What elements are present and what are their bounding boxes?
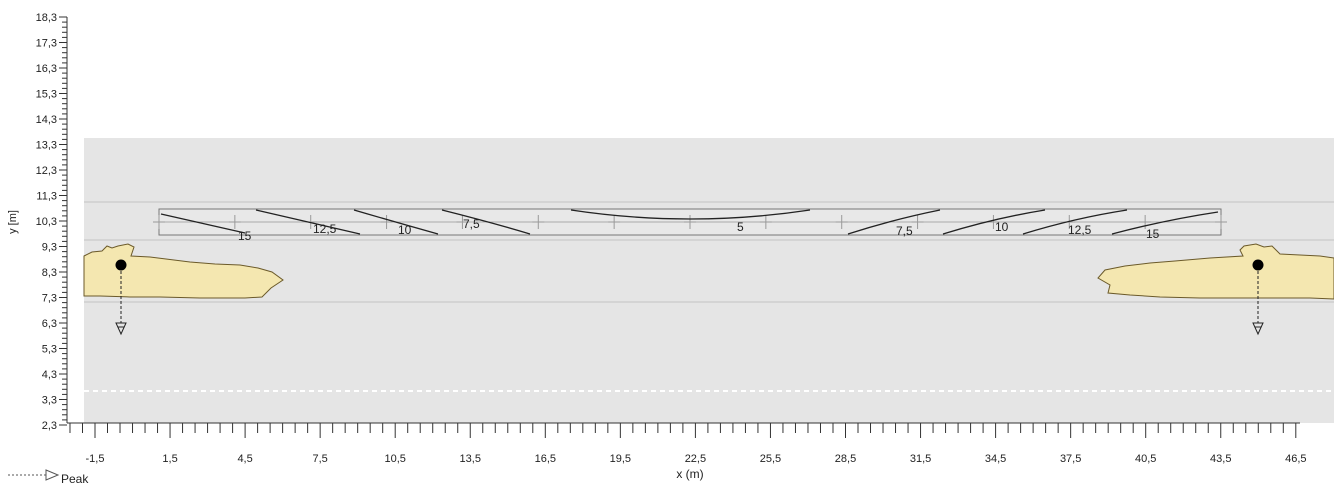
arrow-head-down-icon bbox=[115, 322, 127, 336]
y-tick-label: 8,3 bbox=[42, 267, 57, 279]
x-tick-label: 10,5 bbox=[384, 453, 405, 465]
y-tick-label: 16,3 bbox=[36, 63, 57, 75]
contour-label: 5 bbox=[737, 220, 744, 234]
arrow-head-down-icon bbox=[1252, 322, 1264, 336]
support-body-right bbox=[1097, 243, 1334, 300]
contour-label: 7,5 bbox=[896, 224, 913, 238]
y-tick-label: 14,3 bbox=[36, 114, 57, 126]
contour-line-10-left bbox=[353, 209, 439, 235]
x-axis-label: x (m) bbox=[676, 467, 703, 481]
y-tick-label: 15,3 bbox=[36, 89, 57, 101]
contour-line-15-right bbox=[1111, 211, 1219, 235]
y-tick-label: 7,3 bbox=[42, 293, 57, 305]
x-tick-label: 28,5 bbox=[835, 453, 856, 465]
x-tick-label: 7,5 bbox=[313, 453, 328, 465]
x-tick-label: 25,5 bbox=[760, 453, 781, 465]
legend-label: Peak bbox=[61, 472, 89, 486]
contour-label: 7,5 bbox=[463, 217, 480, 231]
contour-label: 10 bbox=[398, 223, 412, 237]
load-point-right bbox=[1252, 259, 1264, 271]
y-axis-label: y [m] bbox=[7, 210, 19, 234]
y-tick-label: 10,3 bbox=[36, 216, 57, 228]
contour-label: 10 bbox=[995, 220, 1009, 234]
y-tick-label: 5,3 bbox=[42, 344, 57, 356]
y-tick-label: 4,3 bbox=[42, 369, 57, 381]
contour-line-7-5-left bbox=[441, 209, 531, 235]
x-tick-label: 16,5 bbox=[535, 453, 556, 465]
contour-lines bbox=[160, 209, 1219, 235]
contour-labels: 15 12,5 10 7,5 5 7,5 10 12,5 15 bbox=[238, 217, 1160, 243]
x-tick-label: 13,5 bbox=[460, 453, 481, 465]
x-tick-label: 34,5 bbox=[985, 453, 1006, 465]
x-tick-label: 19,5 bbox=[610, 453, 631, 465]
x-tick-label: 1,5 bbox=[162, 453, 177, 465]
x-tick-label: 40,5 bbox=[1135, 453, 1156, 465]
contour-label: 15 bbox=[238, 229, 252, 243]
x-tick-label: 46,5 bbox=[1285, 453, 1306, 465]
x-tick-label: 22,5 bbox=[685, 453, 706, 465]
support-body-left bbox=[83, 243, 284, 299]
y-tick-label: 9,3 bbox=[42, 242, 57, 254]
y-tick-label: 2,3 bbox=[42, 420, 57, 432]
x-axis: -1,5 1,5 4,5 7,5 10,5 13,5 16,5 19,5 22,5 25,5 28,… bbox=[67, 422, 1307, 465]
x-tick-label: 4,5 bbox=[237, 453, 252, 465]
x-tick-label: 37,5 bbox=[1060, 453, 1081, 465]
legend-arrow-icon bbox=[45, 469, 60, 481]
load-point-left bbox=[115, 259, 127, 271]
legend: Peak bbox=[8, 469, 89, 486]
contour-line-12-5-left bbox=[255, 209, 361, 235]
contour-line-12-5-right bbox=[1022, 209, 1128, 235]
contour-line-7-5-right bbox=[847, 209, 941, 235]
y-tick-label: 11,3 bbox=[36, 191, 57, 203]
x-tick-label: 31,5 bbox=[910, 453, 931, 465]
y-tick-label: 13,3 bbox=[36, 140, 57, 152]
y-axis: 18,3 17,3 16,3 15,3 14,3 13,3 12,3 11,3 10,3 9,3 8… bbox=[36, 12, 68, 432]
y-tick-label: 12,3 bbox=[36, 165, 57, 177]
contour-line-10-right bbox=[942, 209, 1046, 235]
y-tick-label: 17,3 bbox=[36, 38, 57, 50]
contour-line-5 bbox=[570, 209, 811, 220]
contour-line-15-left bbox=[160, 213, 246, 234]
x-tick-label: -1,5 bbox=[86, 453, 105, 465]
contour-label: 12,5 bbox=[313, 222, 337, 236]
y-tick-label: 3,3 bbox=[42, 395, 57, 407]
y-tick-label: 6,3 bbox=[42, 318, 57, 330]
x-tick-label: 43,5 bbox=[1210, 453, 1231, 465]
contour-label: 15 bbox=[1146, 227, 1160, 241]
y-tick-label: 18,3 bbox=[36, 12, 57, 24]
contour-label: 12,5 bbox=[1068, 223, 1092, 237]
